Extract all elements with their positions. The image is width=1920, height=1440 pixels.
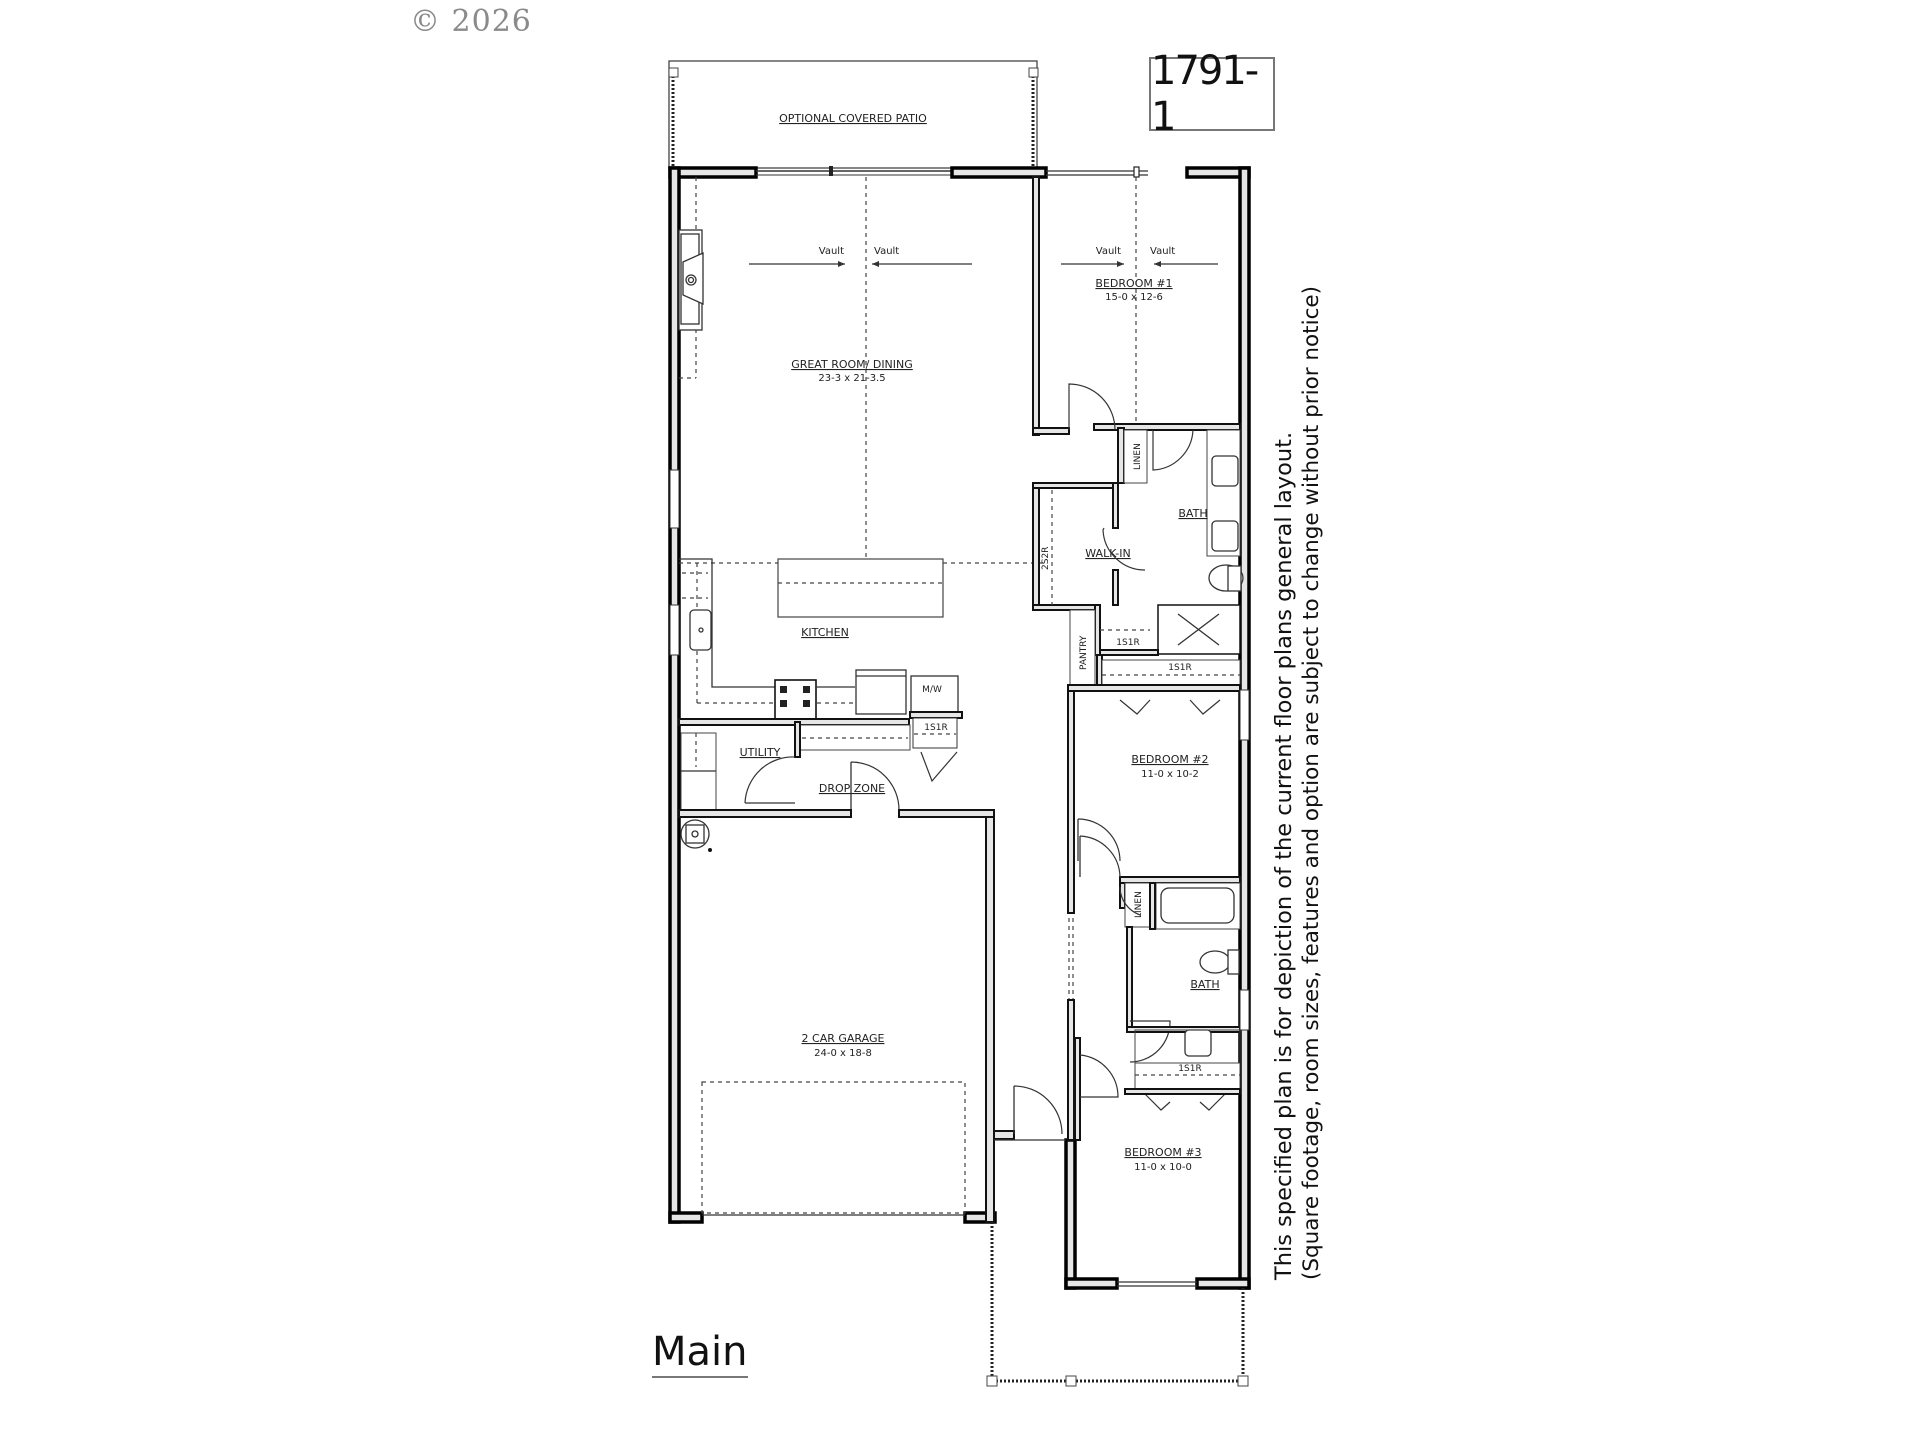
- exterior-walls: [668, 166, 1251, 1290]
- bedroom3-closet-label: 1S1R: [1178, 1064, 1201, 1074]
- bedroom2-label: BEDROOM #2: [1131, 753, 1208, 766]
- bedroom-2: BEDROOM #2 11-0 x 10-2: [1079, 689, 1250, 884]
- bedroom-3: 1S1R BEDROOM #3 11-0 x 10-0: [1074, 1037, 1241, 1173]
- walk-in-label: WALK-IN: [1085, 547, 1130, 560]
- patio: OPTIONAL COVERED PATIO: [668, 60, 1039, 169]
- bedroom1-size: 15-0 x 12-6: [1105, 292, 1163, 303]
- bath2-label: BATH: [1190, 978, 1219, 991]
- drop-zone-label: DROP ZONE: [819, 782, 885, 795]
- walk-in-closet-label: 1S1R: [1116, 638, 1139, 648]
- garage-label: 2 CAR GARAGE: [802, 1032, 885, 1045]
- master-bath: LINEN BATH 2S2R WALK-IN 1S1R PANTRY 1S1R: [1032, 427, 1244, 692]
- bedroom1-label: BEDROOM #1: [1095, 277, 1172, 290]
- vault-label-right: Vault: [874, 246, 899, 257]
- great-room-size: 23-3 x 21-3.5: [818, 373, 885, 384]
- walk-in-shelf-label: 2S2R: [1041, 547, 1051, 570]
- microwave-label: M/W: [922, 685, 942, 695]
- patio-label: OPTIONAL COVERED PATIO: [779, 112, 927, 125]
- utility-drop-zone: UTILITY DROP ZONE: [678, 721, 995, 818]
- bedroom-1: Vault Vault BEDROOM #1 15-0 x 12-6: [1032, 176, 1241, 471]
- bath-2: LINEN BATH: [1119, 882, 1250, 1064]
- linen-label-bath2: LINEN: [1134, 891, 1144, 918]
- utility-label: UTILITY: [740, 746, 781, 759]
- pantry-label: PANTRY: [1079, 635, 1089, 670]
- kitchen-label: KITCHEN: [801, 626, 849, 639]
- garage: 2 CAR GARAGE 24-0 x 18-8: [680, 819, 1066, 1214]
- bedroom2-size: 11-0 x 10-2: [1141, 769, 1199, 780]
- vault-label-left: Vault: [819, 246, 844, 257]
- kitchen-closet-label: 1S1R: [924, 723, 947, 733]
- linen-label-master: LINEN: [1133, 443, 1143, 470]
- bedroom3-label: BEDROOM #3: [1124, 1146, 1201, 1159]
- bedroom1-vault-right: Vault: [1150, 246, 1175, 257]
- bedroom1-vault-left: Vault: [1096, 246, 1121, 257]
- master-bath-label: BATH: [1178, 507, 1207, 520]
- front-porch: [986, 1222, 1249, 1387]
- copyright-notice: © 2026: [410, 4, 532, 39]
- great-room-label: GREAT ROOM/ DINING: [791, 358, 913, 371]
- hall-closet-label: 1S1R: [1168, 663, 1191, 673]
- level-label: Main: [652, 1330, 748, 1378]
- bedroom3-size: 11-0 x 10-0: [1134, 1162, 1192, 1173]
- garage-size: 24-0 x 18-8: [814, 1048, 872, 1059]
- great-room: Vault Vault GREAT ROOM/ DINING 23-3 x 21…: [669, 177, 972, 656]
- kitchen: M/W KITCHEN 1S1R: [678, 558, 1043, 783]
